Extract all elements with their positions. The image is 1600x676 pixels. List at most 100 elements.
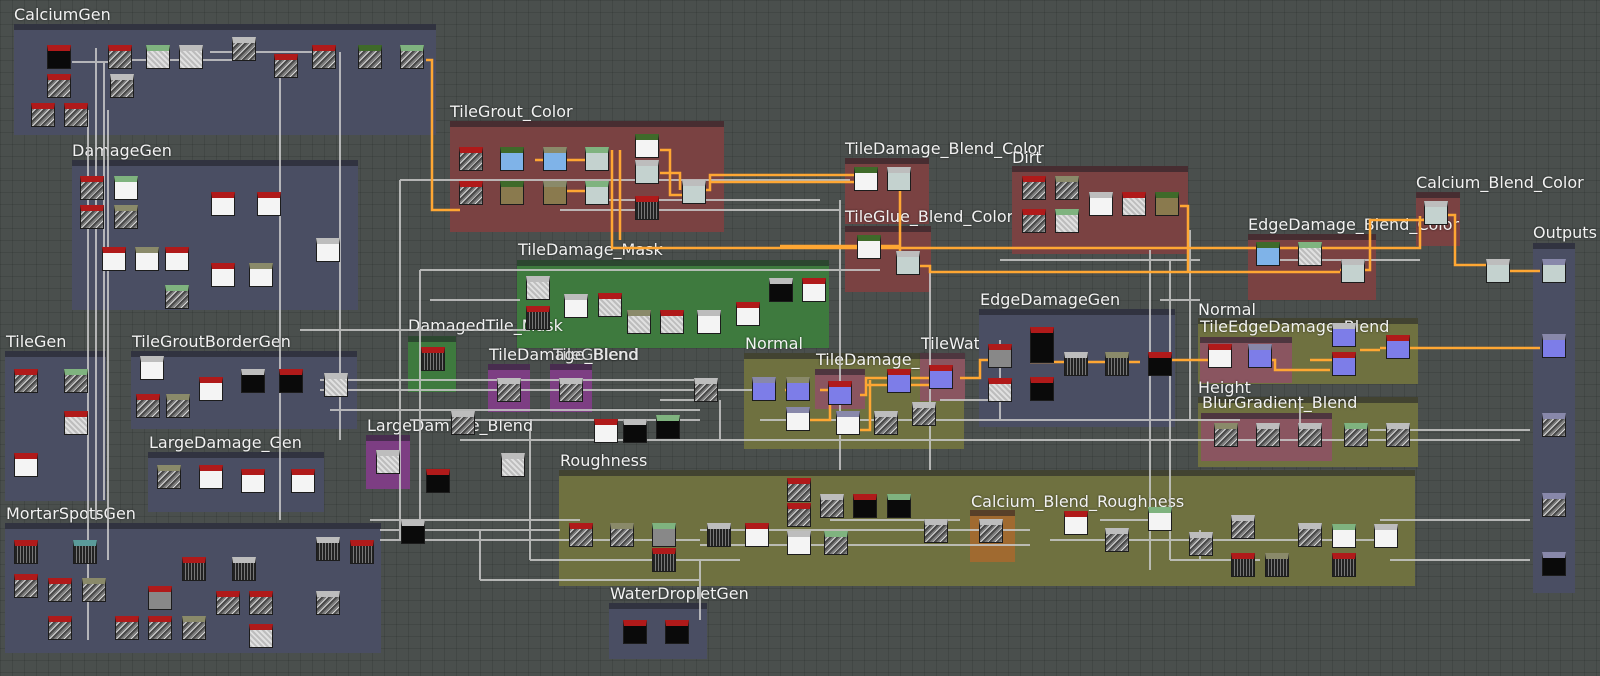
graph-node[interactable] <box>887 369 911 393</box>
graph-node[interactable] <box>1030 327 1054 363</box>
graph-node[interactable] <box>241 369 265 393</box>
graph-node[interactable] <box>182 616 206 640</box>
graph-node[interactable] <box>400 45 424 69</box>
graph-node[interactable] <box>114 176 138 200</box>
graph-node[interactable] <box>232 557 256 581</box>
graph-node[interactable] <box>988 344 1012 368</box>
graph-node[interactable] <box>451 411 475 435</box>
graph-node[interactable] <box>114 205 138 229</box>
graph-node[interactable] <box>857 235 881 259</box>
graph-node[interactable] <box>1022 209 1046 233</box>
ambient-occlusion-output-node[interactable] <box>1542 552 1566 576</box>
graph-node[interactable] <box>820 494 844 518</box>
graph-node[interactable] <box>752 377 776 401</box>
graph-node[interactable] <box>1386 423 1410 447</box>
graph-node[interactable] <box>316 537 340 561</box>
graph-node[interactable] <box>14 574 38 598</box>
graph-node[interactable] <box>787 503 811 527</box>
graph-node[interactable] <box>824 531 848 555</box>
graph-node[interactable] <box>48 578 72 602</box>
graph-node[interactable] <box>500 147 524 171</box>
graph-node[interactable] <box>623 620 647 644</box>
graph-node[interactable] <box>148 586 172 610</box>
graph-node[interactable] <box>48 616 72 640</box>
graph-node[interactable] <box>80 205 104 229</box>
graph-node[interactable] <box>874 411 898 435</box>
graph-node[interactable] <box>426 469 450 493</box>
graph-node[interactable] <box>249 591 273 615</box>
graph-node[interactable] <box>1208 344 1232 368</box>
graph-node[interactable] <box>324 373 348 397</box>
graph-node[interactable] <box>627 310 651 334</box>
graph-node[interactable] <box>274 54 298 78</box>
graph-node[interactable] <box>232 37 256 61</box>
graph-node[interactable] <box>1341 259 1365 283</box>
graph-node[interactable] <box>1064 352 1088 376</box>
graph-node[interactable] <box>500 181 524 205</box>
graph-node[interactable] <box>1089 192 1113 216</box>
graph-node[interactable] <box>165 285 189 309</box>
graph-node[interactable] <box>979 519 1003 543</box>
graph-node[interactable] <box>707 523 731 547</box>
graph-node[interactable] <box>14 453 38 477</box>
graph-node[interactable] <box>350 540 374 564</box>
graph-node[interactable] <box>47 74 71 98</box>
graph-node[interactable] <box>564 294 588 318</box>
graph-node[interactable] <box>249 624 273 648</box>
graph-node[interactable] <box>802 278 826 302</box>
graph-node[interactable] <box>376 450 400 474</box>
graph-node[interactable] <box>1105 352 1129 376</box>
graph-node[interactable] <box>291 469 315 493</box>
graph-node[interactable] <box>1055 176 1079 200</box>
graph-node[interactable] <box>110 74 134 98</box>
graph-node[interactable] <box>1256 242 1280 266</box>
graph-node[interactable] <box>1424 201 1448 225</box>
graph-node[interactable] <box>459 147 483 171</box>
graph-node[interactable] <box>14 540 38 564</box>
graph-node[interactable] <box>787 478 811 502</box>
normal-output-node[interactable] <box>1542 334 1566 358</box>
graph-node[interactable] <box>598 293 622 317</box>
graph-node[interactable] <box>1148 352 1172 376</box>
graph-node[interactable] <box>635 134 659 158</box>
graph-node[interactable] <box>594 419 618 443</box>
graph-node[interactable] <box>1332 524 1356 548</box>
graph-node[interactable] <box>73 540 97 564</box>
graph-node[interactable] <box>421 347 445 371</box>
graph-node[interactable] <box>165 247 189 271</box>
graph-node[interactable] <box>64 103 88 127</box>
graph-node[interactable] <box>1231 553 1255 577</box>
graph-node[interactable] <box>769 278 793 302</box>
graph-node[interactable] <box>912 402 936 426</box>
graph-node[interactable] <box>526 276 550 300</box>
graph-node[interactable] <box>853 494 877 518</box>
graph-node[interactable] <box>241 469 265 493</box>
graph-node[interactable] <box>140 356 164 380</box>
graph-node[interactable] <box>682 180 706 204</box>
graph-node[interactable] <box>64 369 88 393</box>
graph-node[interactable] <box>929 365 953 389</box>
graph-node[interactable] <box>656 415 680 439</box>
basecolor-output-node[interactable] <box>1542 259 1566 283</box>
roughness-output-node[interactable] <box>1542 493 1566 517</box>
frame-tilegrout-color[interactable] <box>450 121 724 232</box>
graph-node[interactable] <box>1214 423 1238 447</box>
graph-node[interactable] <box>1064 511 1088 535</box>
graph-node[interactable] <box>854 167 878 191</box>
graph-node[interactable] <box>660 310 684 334</box>
graph-node[interactable] <box>1105 528 1129 552</box>
graph-node[interactable] <box>82 578 106 602</box>
graph-node[interactable] <box>31 103 55 127</box>
graph-node[interactable] <box>652 523 676 547</box>
graph-node[interactable] <box>1374 524 1398 548</box>
graph-node[interactable] <box>249 263 273 287</box>
graph-node[interactable] <box>697 310 721 334</box>
graph-node[interactable] <box>585 181 609 205</box>
graph-node[interactable] <box>1248 344 1272 368</box>
graph-node[interactable] <box>1256 423 1280 447</box>
graph-node[interactable] <box>1332 352 1356 376</box>
graph-node[interactable] <box>694 378 718 402</box>
graph-node[interactable] <box>179 45 203 69</box>
graph-node[interactable] <box>501 453 525 477</box>
graph-node[interactable] <box>787 531 811 555</box>
